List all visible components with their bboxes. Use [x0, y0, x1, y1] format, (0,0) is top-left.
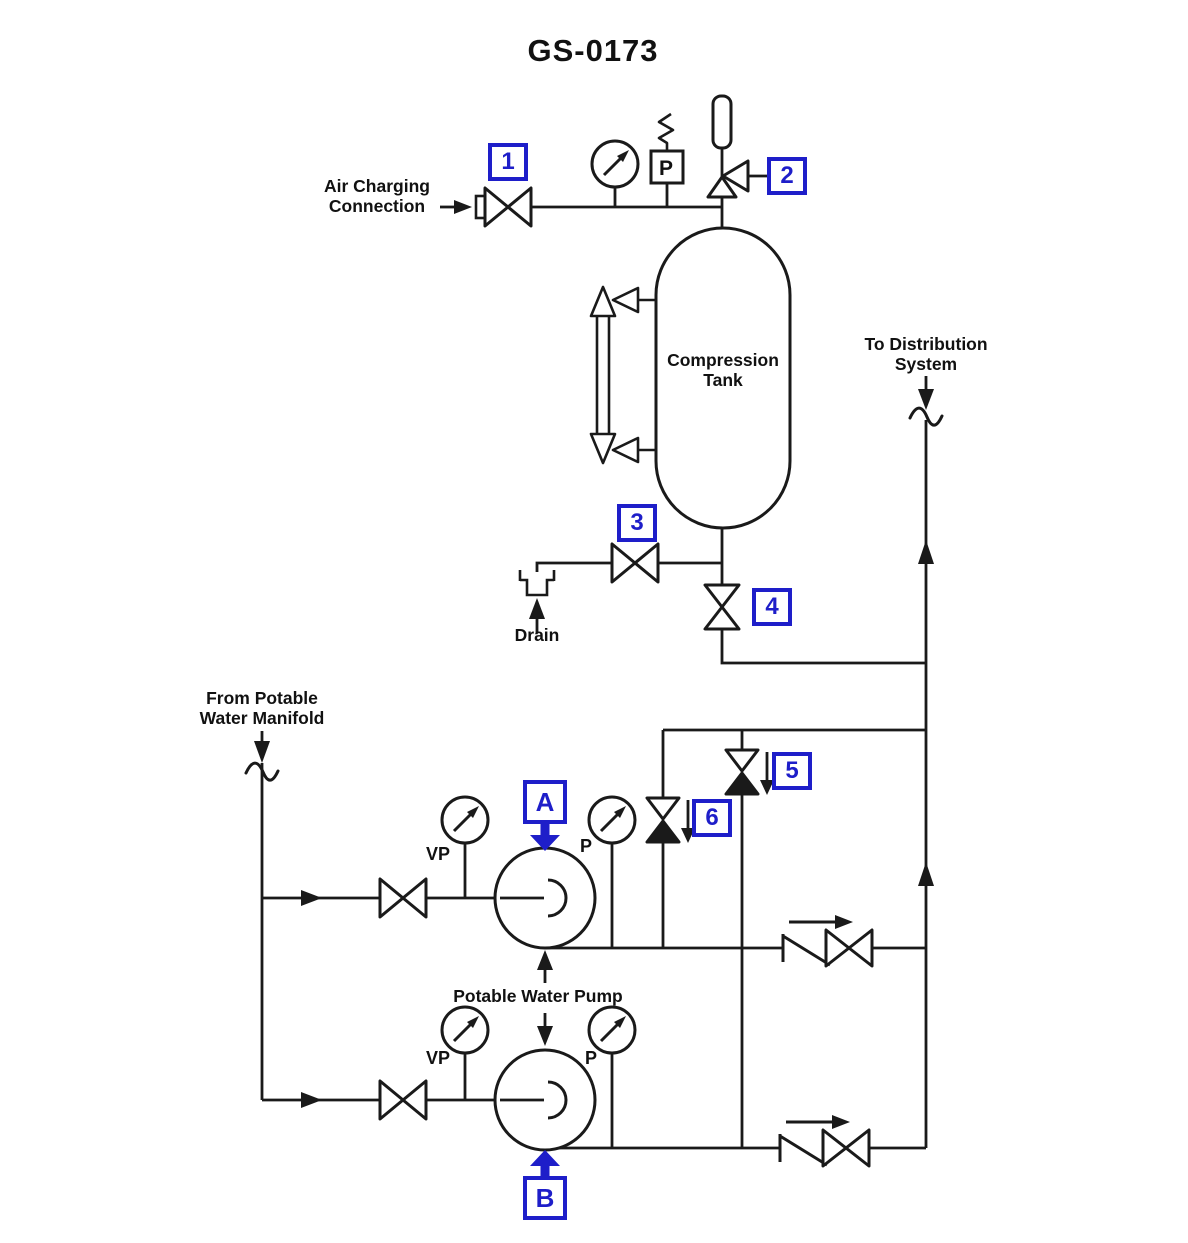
level-indicator — [589, 285, 656, 465]
pump-b-check-valve — [778, 1113, 871, 1168]
manifold-down-arrow-icon — [254, 741, 270, 763]
tank-label: Compression Tank — [667, 350, 779, 390]
suction-a-flow-arrow-icon — [301, 890, 322, 906]
riser-up-arrow-icon — [918, 862, 934, 886]
tag-valve-3: 3 — [617, 504, 657, 542]
pressure-gauge-icon — [590, 139, 640, 189]
valve-3-symbol — [610, 542, 660, 584]
pressure-switch — [649, 112, 685, 185]
pump-b-arrow-icon — [530, 1150, 560, 1177]
drain-funnel — [518, 570, 556, 597]
from-manifold-label: From Potable Water Manifold — [199, 688, 325, 728]
drain-arrow-icon — [529, 598, 545, 619]
vp-gauge-a-label: VP — [426, 844, 451, 864]
valve-1-symbol — [483, 186, 533, 228]
pump-label-up-arrow-icon — [537, 950, 553, 970]
pump-b-suction-valve — [378, 1079, 428, 1121]
riser-up-arrow-icon — [918, 540, 934, 564]
tag-valve-1: 1 — [488, 143, 528, 181]
flow-arrows — [254, 200, 934, 1108]
valve6-flow-arrow-icon — [681, 828, 695, 843]
pump-label: Potable Water Pump — [453, 986, 623, 1006]
p-gauge-b-icon — [587, 1005, 637, 1055]
air-charging-label: Air Charging Connection — [324, 176, 430, 216]
pump-b-impeller — [547, 1080, 568, 1120]
air-charging-arrow-icon — [454, 200, 472, 214]
valve-5-symbol — [724, 748, 760, 796]
pump-label-down-arrow-icon — [537, 1026, 553, 1046]
tag-pump-a: A — [523, 780, 567, 824]
vp-gauge-b-icon — [440, 1005, 490, 1055]
drain-label: Drain — [514, 625, 560, 645]
pump-a-suction-valve — [378, 877, 428, 919]
valve-4-symbol — [703, 583, 741, 631]
tag-valve-5: 5 — [772, 752, 812, 790]
tag-pump-b: B — [523, 1176, 567, 1220]
pump-a-impeller — [547, 878, 568, 918]
valve-6-symbol — [645, 796, 681, 844]
p-gauge-a-icon — [587, 795, 637, 845]
valve5-flow-arrow-icon — [760, 780, 774, 795]
distribution-down-arrow-icon — [918, 389, 934, 410]
vp-gauge-a-icon — [440, 795, 490, 845]
p-gauge-a-label: P — [580, 836, 593, 856]
suction-b-flow-arrow-icon — [301, 1092, 322, 1108]
relief-valve — [706, 94, 750, 199]
flow-arrow-shafts — [535, 617, 769, 1027]
compression-tank — [654, 226, 792, 530]
pump-a-check-valve — [781, 913, 874, 968]
to-distribution-label: To Distribution System — [864, 334, 988, 374]
vp-gauge-b-label: VP — [426, 1048, 451, 1068]
tag-valve-2: 2 — [767, 157, 807, 195]
drawing-title: GS-0173 — [527, 33, 659, 68]
tag-valve-4: 4 — [752, 588, 792, 626]
tag-valve-6: 6 — [692, 799, 732, 837]
pressure-switch-label: P — [659, 157, 674, 180]
p-gauge-b-label: P — [585, 1048, 598, 1068]
pump-a-arrow-icon — [530, 824, 560, 851]
